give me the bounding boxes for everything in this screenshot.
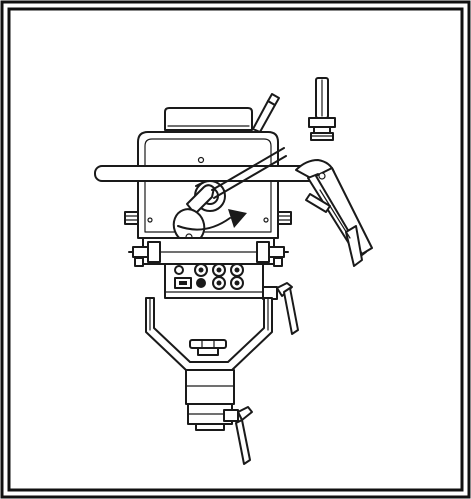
mount-bracket — [142, 237, 275, 265]
lock-lever-upper — [262, 282, 299, 335]
clamp-bolt-left — [128, 246, 149, 267]
clamp-arm-right — [295, 159, 373, 267]
connector-panel — [174, 263, 244, 290]
rotation-arrow-icon — [177, 209, 247, 231]
carry-handle-bar — [94, 165, 328, 182]
feed-screw-cap — [189, 339, 227, 356]
top-housing — [164, 107, 253, 131]
spare-handle-part — [308, 77, 336, 141]
clamp-rod — [252, 93, 280, 133]
side-knob-right — [277, 211, 292, 225]
cable — [211, 147, 287, 199]
lever-arm — [172, 184, 215, 244]
lower-frame — [145, 297, 273, 371]
spindle-column — [185, 369, 235, 431]
lock-lever-lower — [223, 406, 253, 465]
clamp-bolt-right — [268, 246, 289, 267]
side-knob-left — [124, 211, 139, 225]
